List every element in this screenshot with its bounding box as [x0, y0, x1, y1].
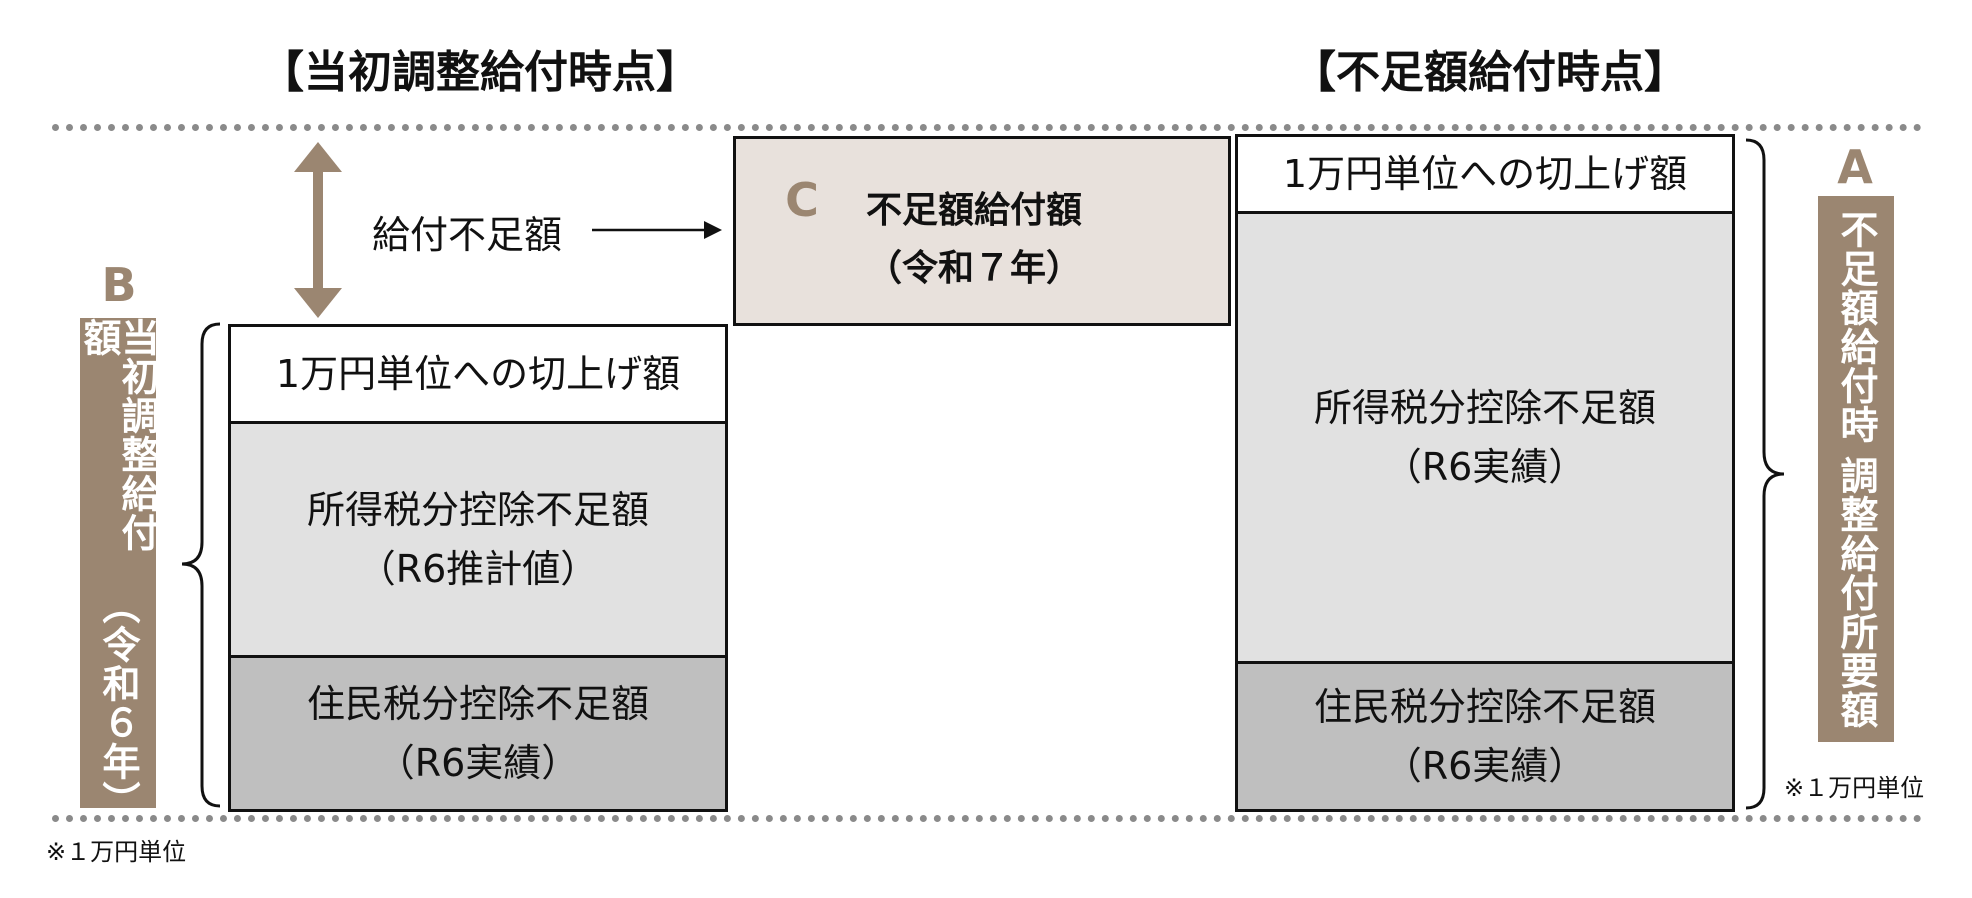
a-tag-text2: 調整給付所要額 [1834, 455, 1878, 729]
right-brace [1745, 138, 1785, 810]
left-income-tax-segment: 所得税分控除不足額 （R6推計値） [231, 421, 725, 655]
left-resident-tax-segment: 住民税分控除不足額 （R6実績） [231, 655, 725, 809]
right-income-tax-segment: 所得税分控除不足額 （R6実績） [1238, 211, 1732, 661]
bottom-dotted-line [52, 815, 1922, 822]
right-resident-tax-line1: 住民税分控除不足額 [1313, 684, 1656, 729]
left-income-tax-line1: 所得税分控除不足額 [306, 487, 649, 532]
right-roundup-label: 1万円単位への切上げ額 [1282, 151, 1688, 196]
left-roundup-label: 1万円単位への切上げ額 [275, 351, 681, 396]
c-line1: 不足額給付額 [865, 190, 1082, 231]
b-letter: B [101, 258, 137, 312]
left-brace [181, 322, 221, 808]
right-income-tax-line1: 所得税分控除不足額 [1313, 385, 1656, 430]
double-arrow-icon [294, 142, 342, 318]
left-income-tax-line2: （R6推計値） [357, 546, 599, 591]
a-tag: 不足額給付時 調整給付所要額 [1818, 196, 1894, 742]
note-left: ※１万円単位 [46, 838, 187, 866]
c-letter: C [785, 173, 819, 227]
right-resident-tax-line2: （R6実績） [1383, 743, 1587, 788]
right-arrow-icon [592, 221, 722, 239]
a-letter: A [1837, 140, 1873, 194]
c-line2: （令和７年） [865, 248, 1082, 289]
b-tag-text2: （令和６年） [96, 586, 140, 821]
right-roundup-segment: 1万円単位への切上げ額 [1238, 137, 1732, 211]
heading-initial: 【当初調整給付時点】 [260, 47, 700, 98]
a-tag-text1: 不足額給付時 [1834, 209, 1878, 444]
note-right: ※１万円単位 [1784, 774, 1925, 802]
right-stack: 1万円単位への切上げ額 所得税分控除不足額 （R6実績） 住民税分控除不足額 （… [1235, 134, 1735, 812]
left-stack: 1万円単位への切上げ額 所得税分控除不足額 （R6推計値） 住民税分控除不足額 … [228, 324, 728, 812]
left-resident-tax-line1: 住民税分控除不足額 [306, 681, 649, 726]
b-tag-text1: 当初調整給付額 [77, 318, 159, 552]
right-resident-tax-segment: 住民税分控除不足額 （R6実績） [1238, 661, 1732, 809]
b-tag: 当初調整給付額 （令和６年） [77, 318, 159, 821]
right-income-tax-line2: （R6実績） [1383, 444, 1587, 489]
left-resident-tax-line2: （R6実績） [376, 740, 580, 785]
top-dotted-line [52, 124, 1922, 131]
left-roundup-segment: 1万円単位への切上げ額 [231, 327, 725, 421]
c-box: C 不足額給付額 （令和７年） [733, 136, 1231, 326]
heading-shortfall: 【不足額給付時点】 [1292, 47, 1688, 98]
gap-label: 給付不足額 [372, 213, 563, 257]
